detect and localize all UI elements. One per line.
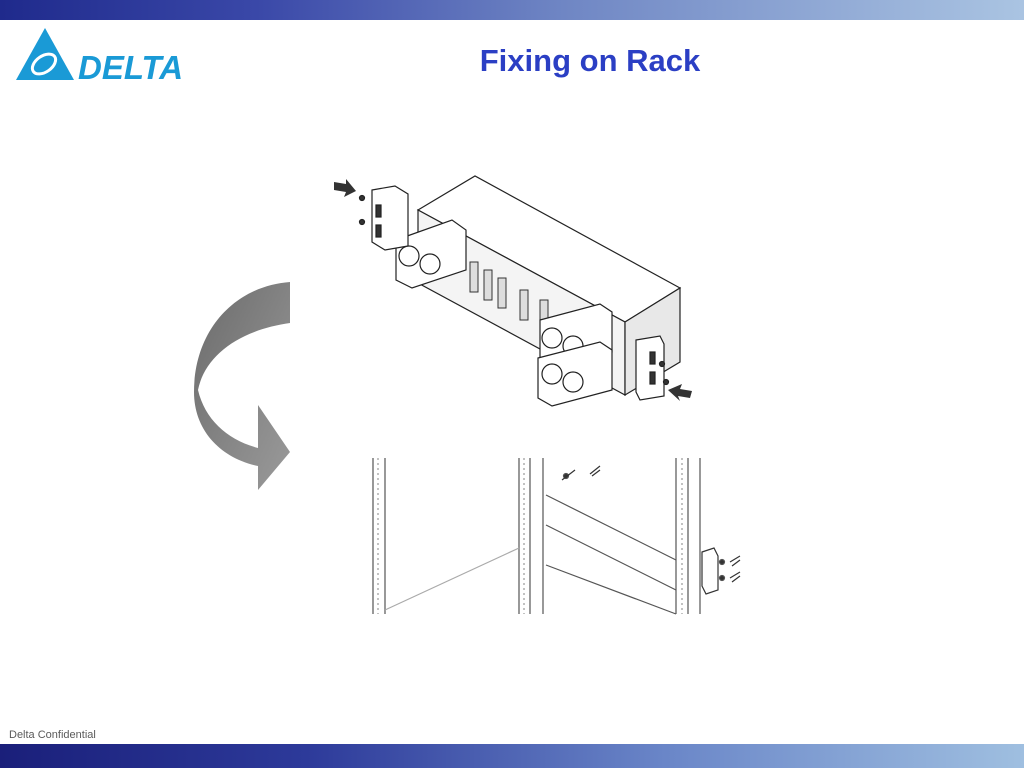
bottom-gradient-band — [0, 744, 1024, 768]
insertion-arrow-icon — [334, 179, 692, 401]
footer-confidential: Delta Confidential — [9, 729, 96, 741]
rack-frame-diagram — [372, 458, 726, 615]
slide-title: Fixing on Rack — [479, 43, 701, 78]
curved-down-arrow-icon — [194, 282, 290, 490]
svg-text:DELTA: DELTA — [78, 49, 182, 84]
screw-arrow-icon — [561, 465, 741, 583]
delta-logo-icon: DELTA — [16, 28, 182, 84]
top-gradient-band — [0, 0, 1024, 20]
ups-unit-diagram — [358, 175, 682, 407]
